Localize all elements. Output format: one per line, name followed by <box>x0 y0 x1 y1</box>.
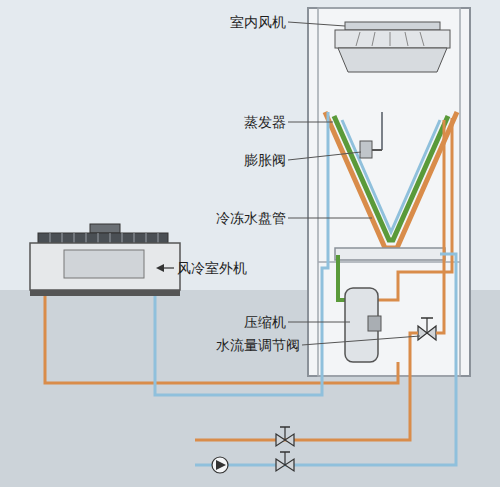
valve-pipe <box>381 112 383 150</box>
drip-tray <box>335 248 445 260</box>
hot-gas-pipe <box>45 296 398 383</box>
part-label: 风冷室外机 <box>177 260 247 276</box>
discharge-pipe <box>378 118 452 300</box>
leader-line <box>288 152 361 160</box>
indoor-cabinet <box>308 8 470 376</box>
valve-handle <box>280 451 290 453</box>
expansion-valve <box>360 141 372 158</box>
part-label: 膨胀阀 <box>244 152 286 168</box>
part-label: 水流量调节阀 <box>216 337 300 353</box>
valve-handle <box>421 317 433 319</box>
pump-symbol <box>216 460 226 470</box>
water-pump <box>212 457 228 473</box>
valve-stem <box>284 452 285 465</box>
valve-handle <box>280 426 290 428</box>
outdoor-panel <box>64 250 144 278</box>
leader-line <box>288 322 350 323</box>
refrigerant-coil <box>334 116 448 240</box>
part-label: 压缩机 <box>244 314 286 330</box>
cabinet-frame <box>318 8 460 376</box>
fan-housing <box>335 30 450 48</box>
evaporator-coil <box>325 112 457 248</box>
part-label: 蒸发器 <box>244 114 286 130</box>
leader-line <box>302 336 420 345</box>
outdoor-base <box>30 290 180 296</box>
fan-cone <box>338 48 447 72</box>
return-liquid-pipe <box>155 296 322 395</box>
fan-cap <box>345 22 440 30</box>
valve-link <box>372 149 382 151</box>
water-return-pipe <box>195 254 456 465</box>
arrow-head <box>156 264 164 272</box>
chilled-water-coil <box>342 120 440 232</box>
valve-stem <box>426 318 427 333</box>
fan-grille <box>38 233 168 243</box>
water-supply-pipe <box>195 333 418 440</box>
grille-ribs <box>50 233 158 243</box>
leader-line <box>288 122 333 123</box>
coil-supply-pipe <box>436 120 444 333</box>
fan-motor <box>90 224 120 233</box>
terminal-box <box>368 316 381 331</box>
valve-stem <box>284 427 285 440</box>
leader-line <box>288 22 345 26</box>
fan-blades <box>356 32 424 46</box>
outdoor-unit <box>30 243 180 290</box>
part-label: 冷冻水盘管 <box>216 210 286 226</box>
liquid-pipe <box>322 112 328 380</box>
part-label: 室内风机 <box>230 14 286 30</box>
leader-line <box>288 218 372 219</box>
